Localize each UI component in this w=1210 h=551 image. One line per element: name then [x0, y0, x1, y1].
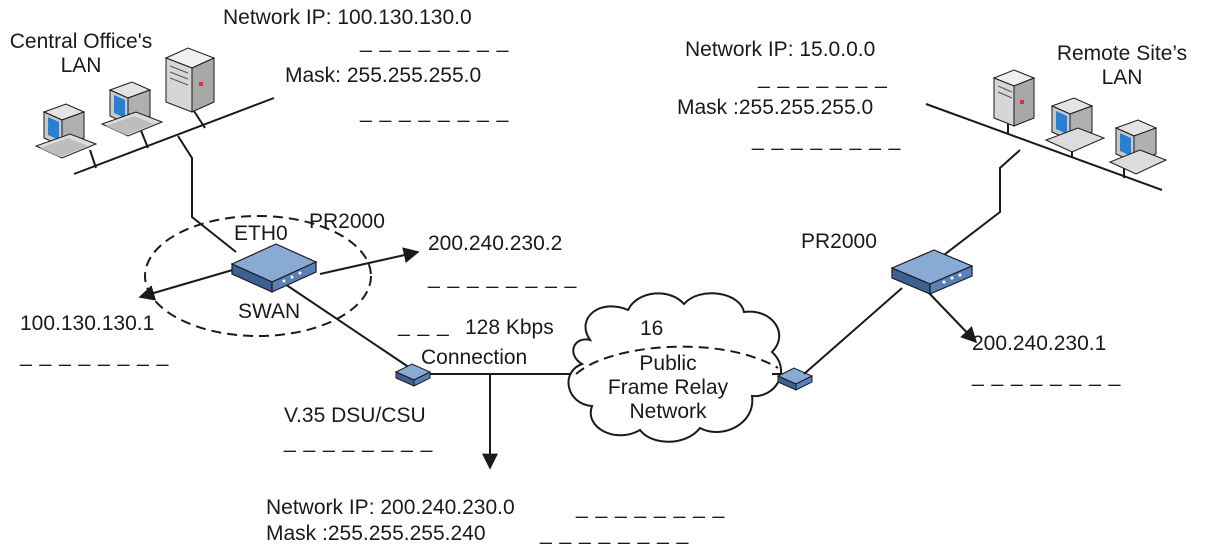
arrow-to-eth0-ip [138, 268, 237, 301]
remote-mask-blank: _ _ _ _ _ _ _ _ [752, 128, 902, 151]
remote-mask-label: Mask :255.255.255.0 [677, 96, 874, 119]
central-router-label: PR2000 [309, 210, 385, 233]
pr2000-highlight-ellipse [144, 215, 372, 337]
central-dsu-label: V.35 DSU/CSU [284, 404, 426, 427]
central-lan-segment [73, 97, 275, 175]
remote-lan-segment [925, 103, 1163, 191]
frame-relay-cloud [567, 292, 783, 443]
central-pc-2-icon [100, 81, 164, 137]
remote-dsu-icon [776, 367, 814, 391]
wan-mask-label: Mask :255.255.255.240 [266, 522, 486, 545]
central-pc-1-icon [34, 103, 98, 159]
wan-network-ip-blank: _ _ _ _ _ _ _ _ [576, 496, 726, 519]
connection-label: Connection [421, 346, 528, 369]
connection-speed-label: 128 Kbps [465, 316, 554, 339]
remote-router-label: PR2000 [801, 230, 877, 253]
central-eth0-ip-blank: _ _ _ _ _ _ _ _ [20, 344, 170, 367]
central-router-icon [230, 243, 318, 293]
arrow-to-remote-wan-ip [927, 291, 978, 344]
arrow-to-swan-ip [319, 247, 420, 275]
wan-network-ip-label: Network IP: 200.240.230.0 [266, 496, 515, 519]
central-swan-label: SWAN [238, 300, 301, 323]
router-to-dsu-link [281, 281, 411, 369]
central-eth0-label: ETH0 [234, 222, 288, 245]
remote-server-icon [992, 69, 1036, 127]
remote-router-icon [890, 249, 974, 295]
cloud-label-line1: Public [639, 352, 697, 375]
central-dsu-icon [394, 363, 432, 387]
central-lan-to-router [177, 135, 237, 253]
dlci-dashed-arc [575, 345, 779, 375]
wan-mask-blank: _ _ _ _ _ _ _ _ [540, 522, 690, 545]
cloud-label-line3: Network [629, 400, 707, 423]
central-mask-blank: _ _ _ _ _ _ _ _ [360, 100, 510, 123]
central-network-ip-blank: _ _ _ _ _ _ _ _ [360, 30, 510, 53]
central-lan-label-line2: LAN [60, 54, 102, 77]
remote-pc-1-icon [1044, 97, 1106, 153]
remote-dsu-to-router-link [803, 287, 903, 375]
remote-wan-ip-blank: _ _ _ _ _ _ _ _ [972, 364, 1122, 387]
cloud-label-line2: Frame Relay [607, 376, 729, 399]
central-swan-ip-blank: _ _ _ _ _ _ _ _ [428, 266, 578, 289]
central-swan-ip: 200.240.230.2 [428, 232, 563, 255]
remote-lan-label-line2: LAN [1101, 66, 1143, 89]
central-server-icon [164, 47, 216, 113]
central-pc2-drop [139, 127, 149, 149]
central-pc1-drop [89, 149, 97, 169]
remote-network-ip-blank: _ _ _ _ _ _ _ [758, 66, 888, 89]
remote-pc-2-icon [1108, 119, 1168, 175]
central-dsu-blank: _ _ _ _ _ _ _ _ [284, 430, 434, 453]
connection-speed-blank: _ _ _ [398, 314, 450, 337]
remote-lan-label-line1: Remote Site’s [1056, 42, 1188, 65]
remote-router-to-lan [939, 149, 1021, 259]
central-eth0-ip: 100.130.130.1 [20, 312, 155, 335]
remote-wan-ip: 200.240.230.1 [972, 332, 1107, 355]
remote-network-ip-label: Network IP: 15.0.0.0 [685, 38, 876, 61]
central-mask-label: Mask: 255.255.255.0 [285, 64, 482, 87]
dlci-label: 16 [640, 317, 664, 340]
central-network-ip-label: Network IP: 100.130.130.0 [223, 6, 472, 29]
central-lan-label-line1: Central Office's [9, 30, 153, 53]
